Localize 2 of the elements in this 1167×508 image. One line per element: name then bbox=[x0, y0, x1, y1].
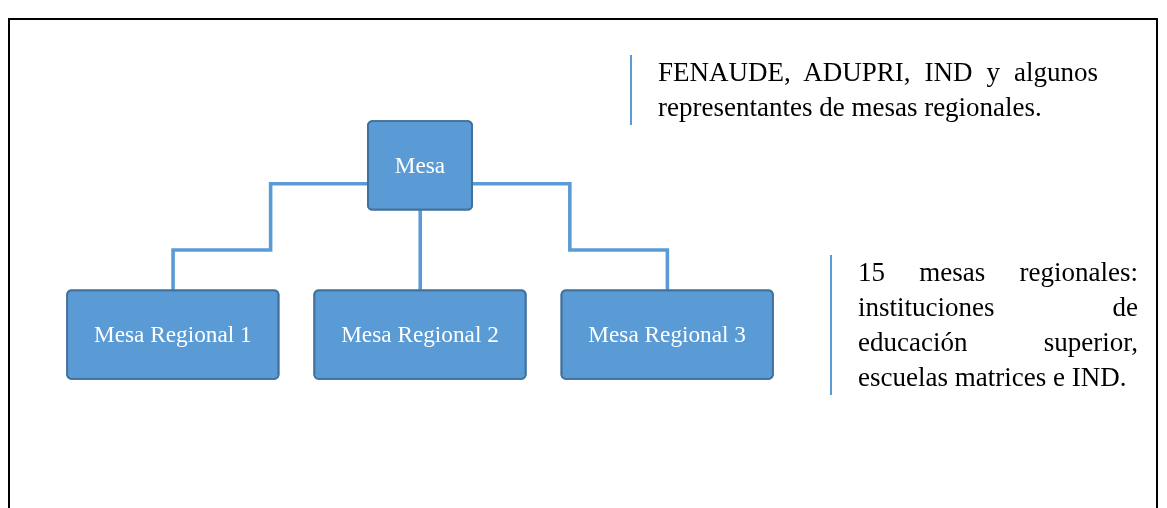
note-text: FENAUDE, ADUPRI, IND y algunos representantes de mesas regionales. bbox=[630, 55, 1098, 126]
note-text: 15 mesas regionales: instituciones de educación superior, escuelas matrices e IND. bbox=[830, 255, 1138, 396]
